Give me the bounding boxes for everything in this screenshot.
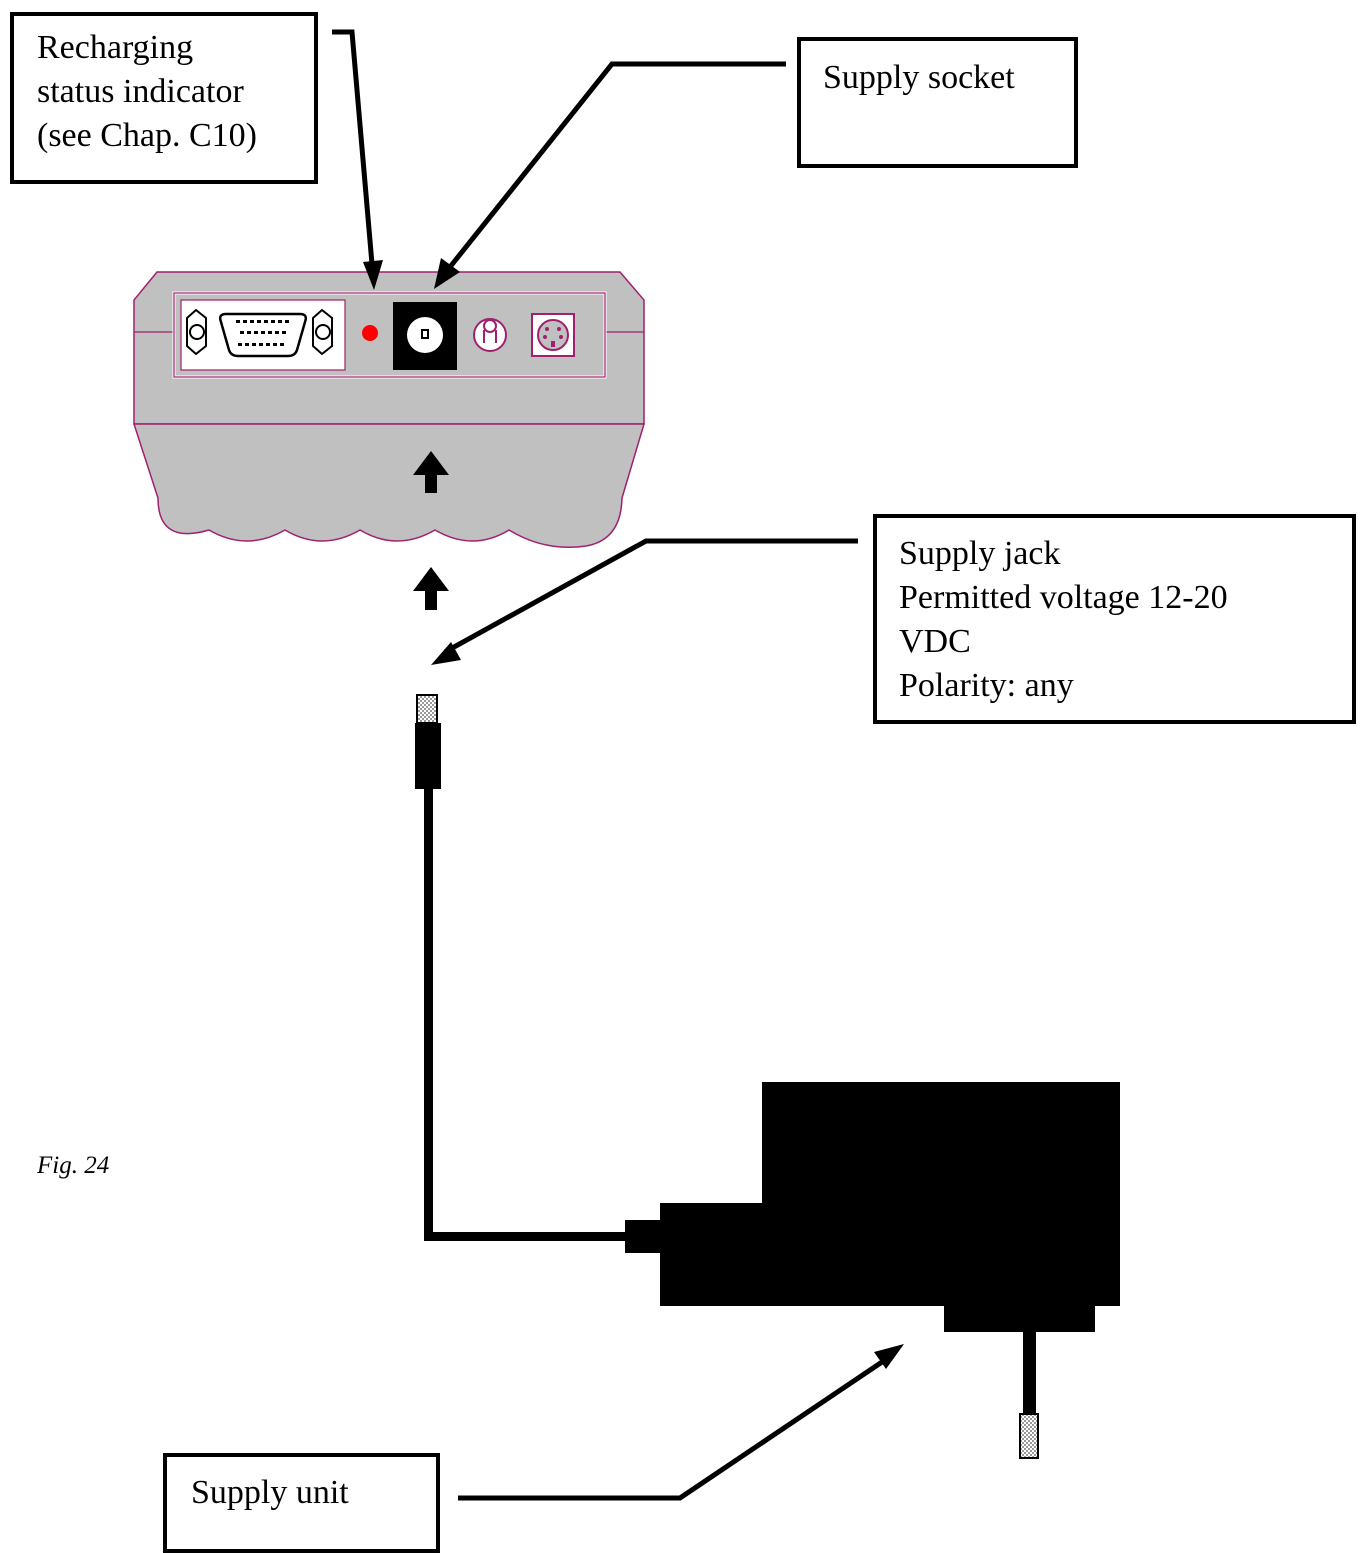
supply-unit-icon [625,1082,1120,1416]
callout-text-line: Supply unit [191,1474,349,1511]
callout-text-line: Supply jack [899,535,1061,572]
leader-line-socket [444,61,786,274]
leader-arrowheads [363,258,904,1369]
callout-supply-jack: Supply jack Permitted voltage 12-20 VDC … [873,514,1356,724]
device-rear-panel [132,271,646,549]
callout-recharging-indicator: Recharging status indicator (see Chap. C… [10,12,318,184]
figure-caption: Fig. 24 [37,1152,110,1179]
callout-text-line: Polarity: any [899,667,1074,704]
callout-text-line: VDC [899,623,971,660]
mini-din-socket-icon [531,313,575,357]
leader-line-jack [443,538,858,655]
supply-unit-output-tip [1019,1413,1039,1459]
callout-text-line: Permitted voltage 12-20 [899,579,1228,616]
round-dc-socket-icon [393,302,457,370]
recharging-led-icon [362,325,378,341]
leader-lines [332,29,887,1501]
up-arrow-icon [413,451,449,493]
device-lower-body [132,423,646,549]
db15-port-icon [180,299,346,371]
supply-jack-plug [415,694,639,1241]
leader-line-unit [458,1357,887,1501]
callout-text-line: (see Chap. C10) [37,117,258,154]
toggle-switch-icon [473,318,507,352]
leader-line-recharging [332,29,375,265]
callout-text-line: Recharging [37,29,194,66]
callout-supply-unit: Supply unit [163,1453,440,1553]
callout-text-line: status indicator [37,73,244,110]
callout-supply-socket: Supply socket [797,37,1078,168]
up-arrow-icon [413,567,449,610]
callout-text-line: Supply socket [823,59,1015,96]
